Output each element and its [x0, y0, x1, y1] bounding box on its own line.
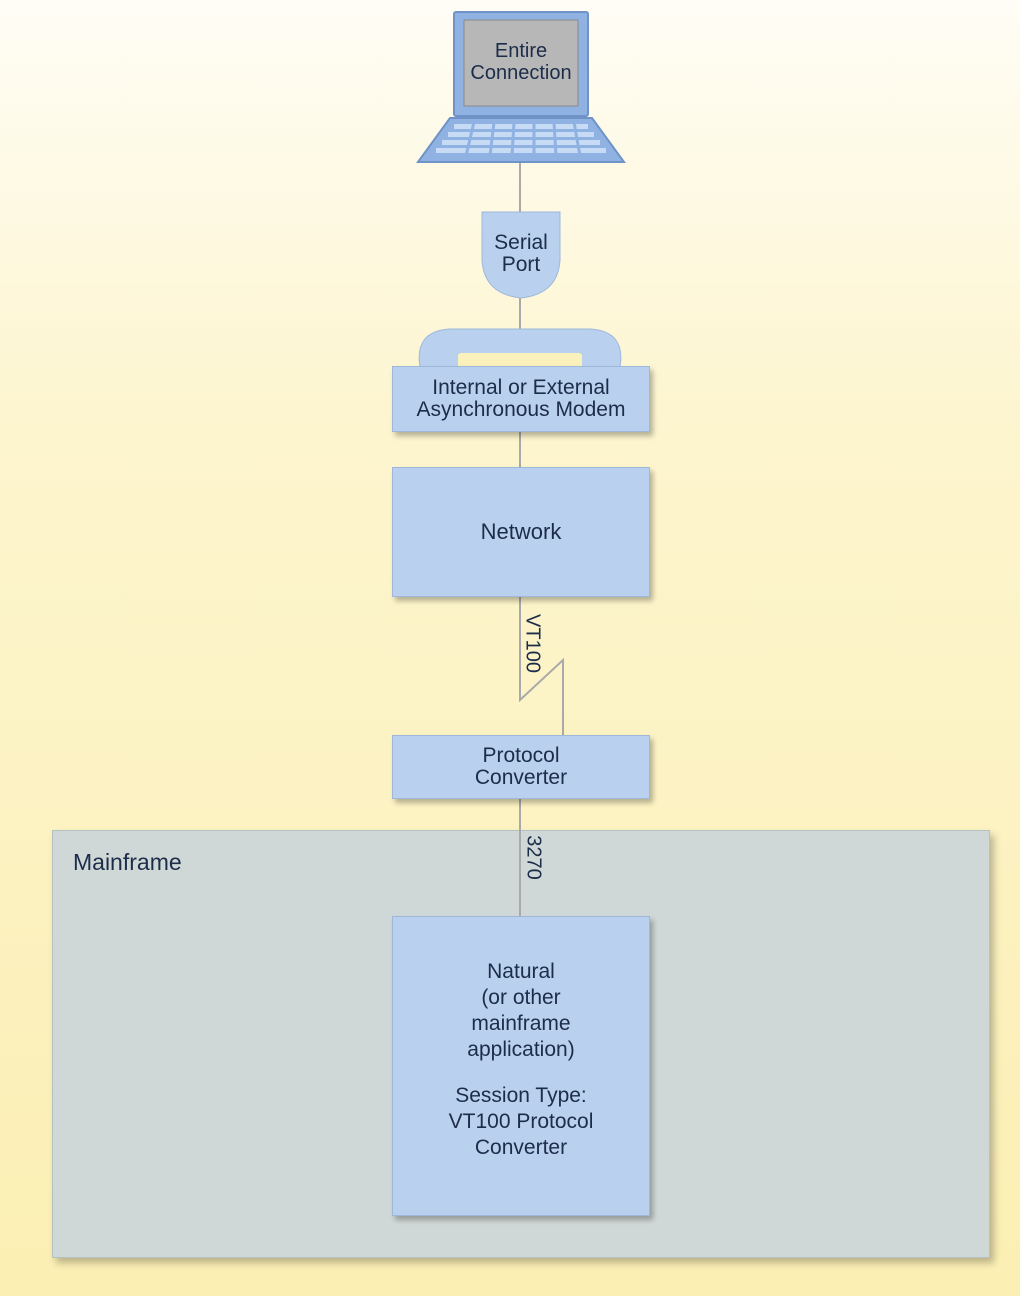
session-type-label: Session Type: VT100 Protocol Converter — [448, 1084, 594, 1159]
modem-label: Internal or External Asynchronous Modem — [416, 376, 626, 421]
application-label: Natural (or other mainframe application) — [467, 960, 575, 1061]
network-box: Network — [392, 467, 650, 597]
serial-port: Serial Port — [478, 210, 564, 300]
application-box: Natural (or other mainframe application)… — [392, 916, 650, 1216]
modem-box: Internal or External Asynchronous Modem — [392, 366, 650, 432]
laptop: Entire Connection — [414, 10, 628, 180]
link-3270-label: 3270 — [522, 835, 545, 880]
protocol-converter-box: Protocol Converter — [392, 735, 650, 799]
protocol-converter-label: Protocol Converter — [474, 744, 568, 789]
telephone-handset-icon — [418, 328, 622, 369]
serial-port-label: Serial Port — [494, 231, 548, 276]
serial-port-shape — [481, 211, 561, 299]
laptop-icon — [416, 11, 626, 163]
link-3270-line — [519, 828, 521, 918]
vt100-link-label: VT100 — [521, 614, 544, 673]
laptop-label: Entire Connection — [470, 40, 572, 84]
link-network-converter — [519, 597, 564, 736]
network-label: Network — [480, 519, 562, 544]
mainframe-label: Mainframe — [73, 849, 182, 875]
